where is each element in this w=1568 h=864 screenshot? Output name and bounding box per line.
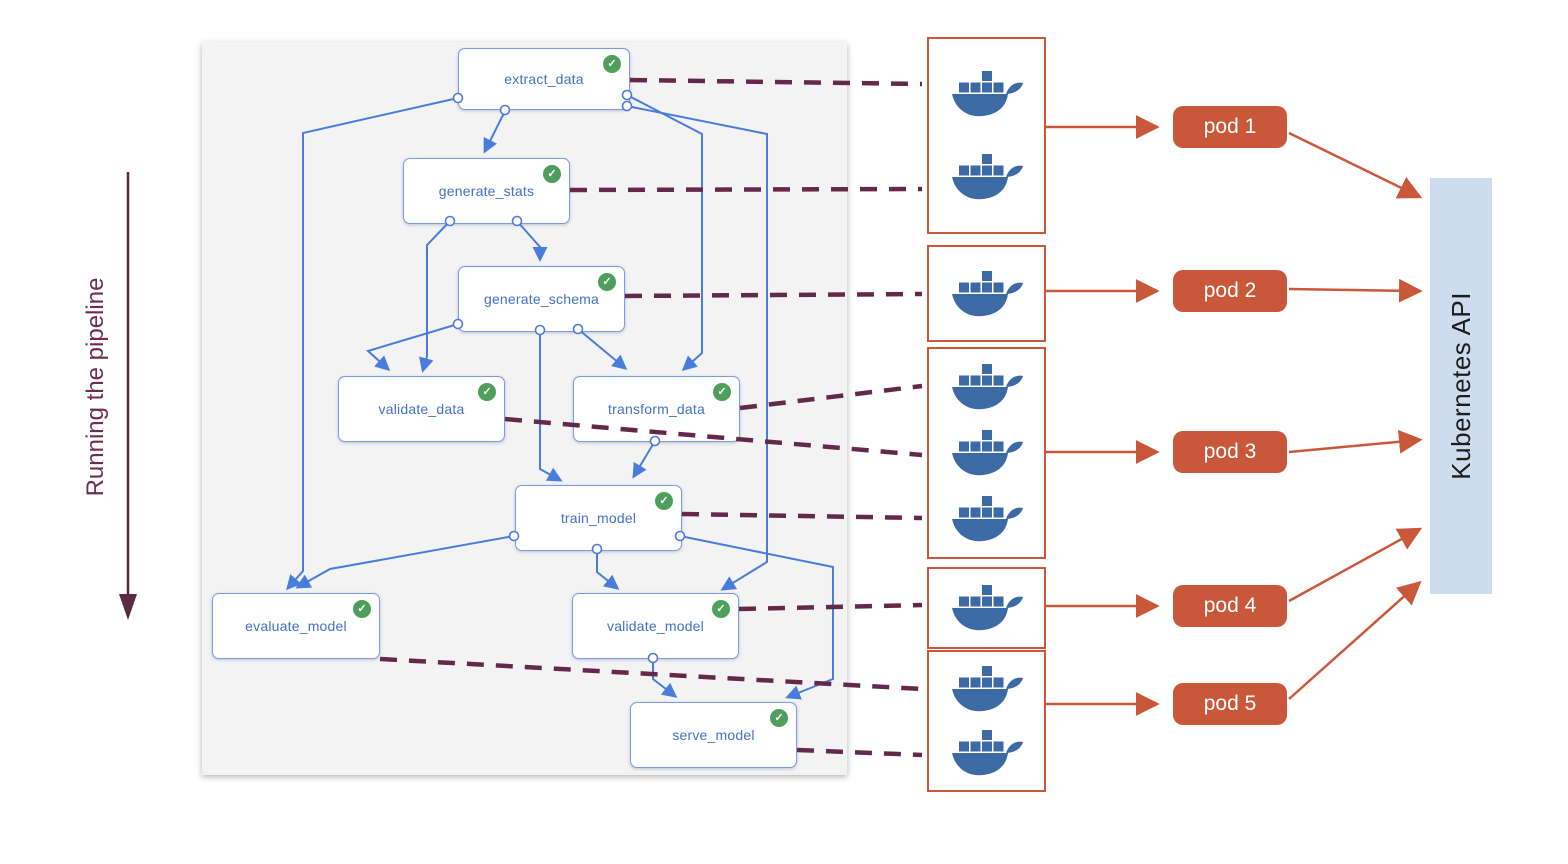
check-circle-icon xyxy=(477,382,497,402)
pipeline-node-evaluate-model: evaluate_model xyxy=(212,593,380,659)
node-label: generate_stats xyxy=(438,183,535,199)
check-circle-icon xyxy=(654,491,674,511)
docker-icon xyxy=(951,665,1023,711)
pod-label: pod 5 xyxy=(1203,692,1257,715)
check-circle-icon xyxy=(712,382,732,402)
docker-icon xyxy=(951,364,1023,410)
pipeline-node-validate-model: validate_model xyxy=(572,593,739,659)
node-label: validate_model xyxy=(607,618,704,634)
pipeline-node-transform-data: transform_data xyxy=(573,376,740,442)
pipeline-node-validate-data: validate_data xyxy=(338,376,505,442)
docker-icon xyxy=(951,270,1023,316)
node-label: evaluate_model xyxy=(245,618,347,634)
pod-to-k8s-links xyxy=(1288,131,1423,700)
pod-label: pod 2 xyxy=(1203,279,1257,302)
pod-label: pod 3 xyxy=(1203,440,1257,463)
check-circle-icon xyxy=(769,708,789,728)
pipeline-node-serve-model: serve_model xyxy=(630,702,797,768)
pod-label: pod 4 xyxy=(1203,594,1257,617)
check-circle-icon xyxy=(711,599,731,619)
pod-label: pod 1 xyxy=(1203,115,1257,138)
pipeline-node-generate-stats: generate_stats xyxy=(403,158,570,224)
docker-icon xyxy=(951,730,1023,776)
pod-2: pod 2 xyxy=(1173,270,1287,312)
node-label: serve_model xyxy=(672,727,755,743)
pod-1: pod 1 xyxy=(1173,106,1287,148)
container-group-4 xyxy=(927,567,1046,649)
pipeline-direction-arrow xyxy=(119,172,137,620)
node-label: transform_data xyxy=(608,401,705,417)
check-circle-icon xyxy=(597,272,617,292)
pipeline-node-extract-data: extract_data xyxy=(458,48,630,110)
docker-icon xyxy=(951,154,1023,200)
node-label: train_model xyxy=(560,510,637,526)
docker-icon xyxy=(951,71,1023,117)
check-circle-icon xyxy=(542,164,562,184)
docker-icon xyxy=(951,430,1023,476)
docker-icon xyxy=(951,585,1023,631)
pod-3: pod 3 xyxy=(1173,431,1287,473)
docker-icon xyxy=(951,496,1023,542)
check-circle-icon xyxy=(602,54,622,74)
pipeline-panel xyxy=(202,42,847,775)
container-group-3 xyxy=(927,347,1046,559)
kubernetes-api-bar: Kubernetes API xyxy=(1430,178,1492,594)
check-circle-icon xyxy=(352,599,372,619)
pipeline-node-generate-schema: generate_schema xyxy=(458,266,625,332)
container-to-pod-links xyxy=(1044,115,1160,716)
container-group-2 xyxy=(927,245,1046,342)
node-label: validate_data xyxy=(378,401,465,417)
side-label: Running the pipeline xyxy=(82,277,109,497)
node-label: extract_data xyxy=(504,71,584,87)
pod-4: pod 4 xyxy=(1173,585,1287,627)
node-label: generate_schema xyxy=(483,291,600,307)
container-group-1 xyxy=(927,37,1046,234)
kubernetes-api-label: Kubernetes API xyxy=(1445,292,1476,480)
pipeline-node-train-model: train_model xyxy=(515,485,682,551)
container-group-5 xyxy=(927,650,1046,792)
pod-5: pod 5 xyxy=(1173,683,1287,725)
